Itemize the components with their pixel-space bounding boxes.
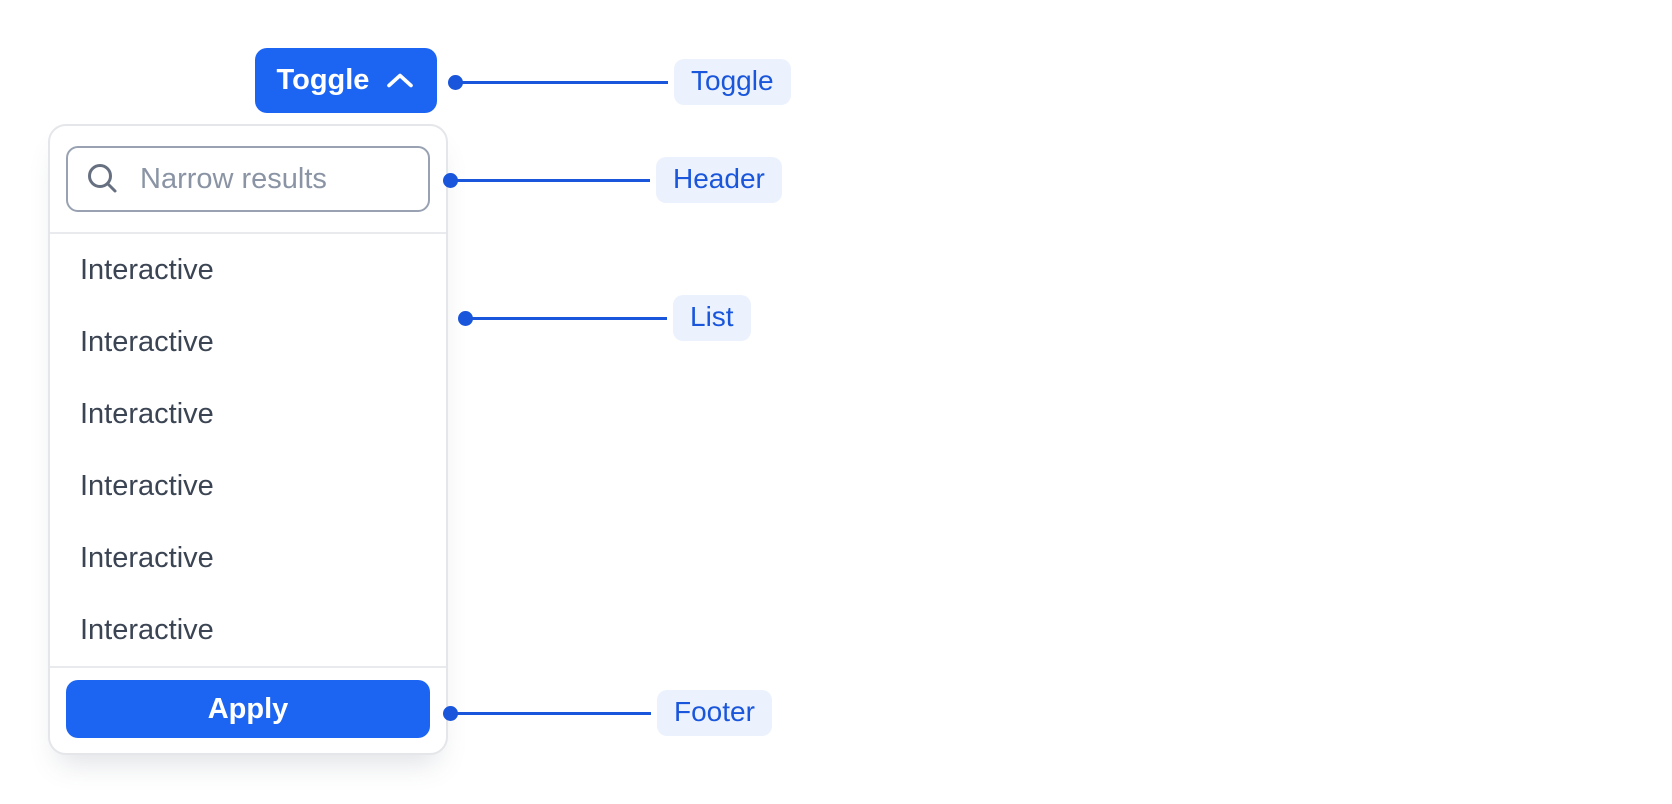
annotation-list: List (458, 295, 751, 341)
annotation-label-list: List (673, 295, 751, 341)
annotation-label-footer: Footer (657, 690, 772, 736)
list-item[interactable]: Interactive (80, 254, 214, 286)
footer-divider (50, 666, 446, 668)
header-divider (50, 232, 446, 234)
toggle-button[interactable]: Toggle (255, 48, 437, 113)
annotation-dot (458, 310, 473, 326)
annotation-line (462, 80, 668, 84)
dropdown-header (50, 126, 446, 232)
search-input[interactable] (66, 146, 430, 212)
dropdown-list: Interactive Interactive Interactive Inte… (50, 234, 446, 666)
annotation-dot (448, 74, 463, 90)
list-item[interactable]: Interactive (80, 470, 214, 502)
annotation-line (457, 711, 651, 715)
annotation-footer: Footer (443, 690, 772, 736)
annotation-line (472, 316, 667, 320)
apply-button[interactable]: Apply (66, 680, 430, 738)
dropdown-panel: Interactive Interactive Interactive Inte… (48, 124, 448, 755)
chevron-up-icon (385, 71, 415, 90)
list-item[interactable]: Interactive (80, 542, 214, 574)
list-item[interactable]: Interactive (80, 398, 214, 430)
annotation-toggle: Toggle (448, 59, 791, 105)
list-item[interactable]: Interactive (80, 614, 214, 646)
annotation-label-header: Header (656, 157, 782, 203)
list-item[interactable]: Interactive (80, 326, 214, 358)
annotation-label-toggle: Toggle (674, 59, 791, 105)
annotation-header: Header (443, 157, 782, 203)
annotation-line (457, 178, 650, 182)
search-field-wrapper (66, 146, 430, 212)
dropdown-footer: Apply (50, 668, 446, 753)
toggle-button-label: Toggle (276, 64, 370, 96)
